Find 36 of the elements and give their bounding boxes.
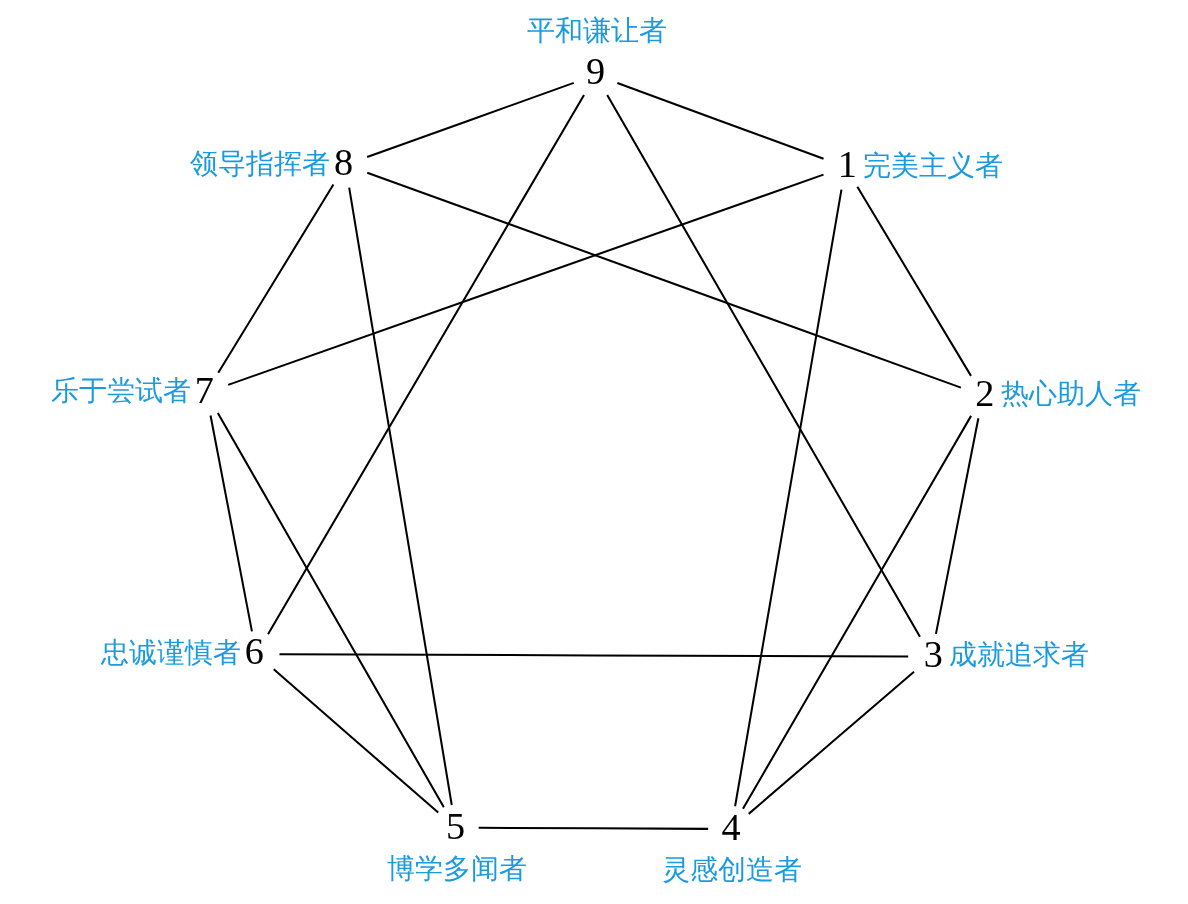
connector	[605, 94, 921, 638]
connector	[366, 171, 961, 389]
node-text: 1	[837, 143, 857, 186]
connector	[216, 412, 445, 808]
node-label: 平和谦让者	[526, 15, 667, 47]
connector	[366, 81, 574, 158]
connector	[216, 183, 334, 374]
connector	[278, 653, 908, 658]
node-label: 成就追求者	[948, 639, 1089, 671]
connector	[616, 82, 824, 160]
connector	[209, 415, 253, 632]
node-label: 完美主义者	[862, 149, 1003, 181]
connector	[478, 826, 708, 830]
connector	[347, 187, 453, 806]
node-label: 博学多闻者	[386, 853, 527, 885]
node-label: 热心助人者	[1000, 378, 1141, 410]
connector	[227, 173, 824, 386]
node-text: 3	[923, 632, 943, 675]
node-label: 领导指挥者	[189, 147, 330, 179]
connector	[855, 186, 972, 377]
connector	[747, 670, 915, 815]
node-text: 6	[244, 630, 264, 673]
node-label: 忠诚谨慎者	[100, 636, 241, 668]
node-text: 5	[445, 805, 465, 848]
node-text: 4	[721, 806, 741, 849]
node-text: 8	[333, 141, 353, 184]
connector	[272, 668, 439, 814]
connector	[934, 418, 979, 635]
node-text: 7	[194, 368, 214, 411]
node-text: 9	[585, 49, 605, 92]
connector	[733, 189, 842, 807]
node-text: 2	[974, 371, 994, 414]
node-label: 灵感创造者	[661, 854, 802, 886]
node-label: 乐于尝试者	[50, 375, 191, 407]
connector	[266, 94, 585, 635]
connector	[741, 415, 972, 810]
